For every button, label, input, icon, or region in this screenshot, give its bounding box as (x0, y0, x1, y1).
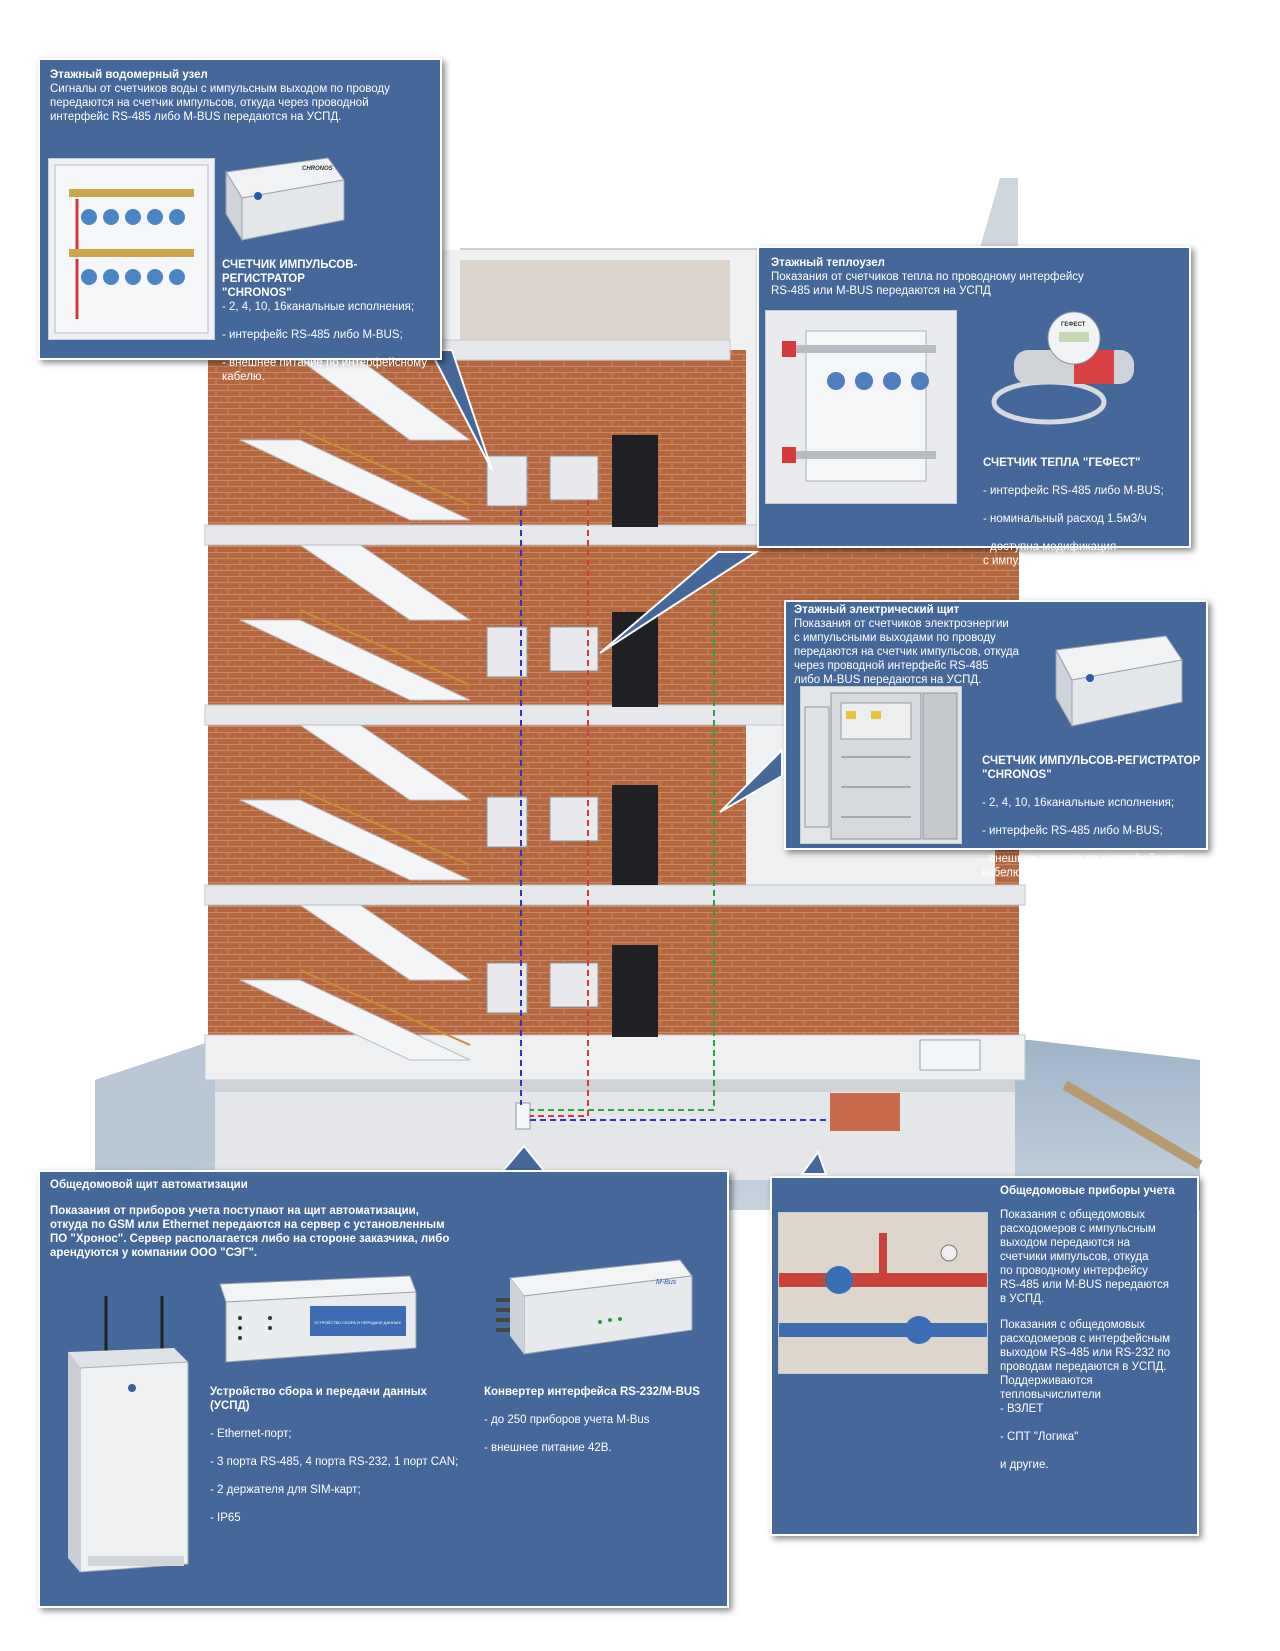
floor-water-title: Этажный водомерный узел (50, 69, 208, 81)
elec-board-icon (804, 692, 958, 840)
list-item: - интерфейс RS-485 либо M-BUS; (983, 485, 1164, 497)
uspd-features: - Ethernet-порт; - 3 порта RS-485, 4 пор… (210, 1413, 490, 1539)
manifold-icon (54, 164, 209, 334)
list-item: - интерфейс RS-485 либо M-BUS; (222, 329, 403, 341)
converter-title: Конвертер интерфейса RS-232/M-BUS (484, 1386, 700, 1398)
uspd-device-icon: УСТРОЙСТВО СБОРА И ПЕРЕДАЧИ ДАННЫХ (219, 1275, 417, 1363)
water-manifold-photo (48, 158, 215, 340)
uspd-device-photo: УСТРОЙСТВО СБОРА И ПЕРЕДАЧИ ДАННЫХ (210, 1262, 420, 1382)
stair-railing (299, 429, 471, 1046)
house-meters-text2: Показания с общедомовых расходомеров с и… (1000, 1319, 1171, 1401)
meter-cabinets (486, 455, 599, 1130)
floor-water-text: Сигналы от счетчиков воды с импульсным в… (50, 83, 390, 123)
floor-elec-panel: Этажный электрический щит Показания от с… (784, 600, 1208, 879)
heat-manifold-icon (782, 330, 936, 482)
house-meters-photo (778, 1212, 988, 1374)
heat-manifold-photo (765, 310, 957, 504)
water-device-title: СЧЕТЧИК ИМПУЛЬСОВ-РЕГИСТРАТОР "CHRONOS" (222, 259, 358, 299)
staircase (239, 359, 472, 1061)
list-item: и другие. (1000, 1459, 1049, 1471)
automation-text: Показания от приборов учета поступают на… (50, 1205, 450, 1259)
list-item: - 2 держателя для SIM-карт; (210, 1484, 361, 1496)
automation-cabinet-icon (68, 1296, 189, 1573)
heat-meter-icon: ГЕФЕСТ (991, 311, 1134, 425)
floor-elec-text: Показания от счетчиков электроэнергии с … (794, 618, 1020, 686)
list-item: - интерфейс RS-485 либо M-BUS; (982, 825, 1163, 837)
list-item: - внешнее питание 42В. (484, 1442, 612, 1454)
converter-features: - до 250 приборов учета M-Bus - внешнее … (484, 1399, 714, 1469)
pipes-icon (779, 1213, 987, 1373)
uspd-title: Устройство сбора и передачи данных (УСПД… (210, 1386, 427, 1412)
house-meters-title: Общедомовые приборы учета (1000, 1185, 1175, 1197)
list-item: - 2, 4, 10, 16канальные исполнения; (222, 301, 415, 313)
list-item: - СПТ "Логика" (1000, 1431, 1079, 1443)
list-item: - ВЗЛЕТ (1000, 1403, 1044, 1415)
automation-title: Общедомовой щит автоматизации (50, 1179, 248, 1191)
automation-panel: Общедомовой щит автоматизации Показания … (38, 1170, 729, 1608)
wiring (520, 500, 830, 1121)
floor-water-panel: Этажный водомерный узел Сигналы от счетч… (38, 58, 442, 383)
elec-board-photo (800, 686, 962, 844)
list-item: - внешнее питание по интерфейсному кабел… (222, 357, 428, 383)
elec-device-title: СЧЕТЧИК ИМПУЛЬСОВ-РЕГИСТРАТОР "CHRONOS" (982, 755, 1201, 781)
elec-chronos-icon (1055, 635, 1183, 728)
floor-elec-title: Этажный электрический щит (794, 604, 960, 616)
gefest-meter-photo: ГЕФЕСТ (979, 310, 1169, 435)
chronos-device-photo: CHRONOS (218, 150, 348, 246)
house-meters-text1: Показания с общедомовых расходомеров с и… (1000, 1209, 1169, 1305)
floor-heat-panel: Этажный теплоузел Показания от счетчиков… (757, 246, 1191, 567)
house-meters-panel: Общедомовые приборы учета Показания с об… (770, 1176, 1199, 1536)
list-item: - до 250 приборов учета M-Bus (484, 1414, 650, 1426)
heat-device-title: СЧЕТЧИК ТЕПЛА "ГЕФЕСТ" (983, 457, 1141, 469)
list-item: - 3 порта RS-485, 4 порта RS-232, 1 порт… (210, 1456, 459, 1468)
heat-device-features: - интерфейс RS-485 либо M-BUS; - номинал… (983, 470, 1183, 582)
converter-brand: M-Bus (656, 1279, 677, 1286)
chronos-device-icon: CHRONOS (225, 157, 345, 242)
list-item: - Ethernet-порт; (210, 1428, 292, 1440)
automation-cabinet-photo (58, 1292, 198, 1580)
floor-heat-text: Показания от счетчиков тепла по проводно… (771, 271, 1084, 297)
list-item: - 2, 4, 10, 16канальные исполнения; (982, 797, 1175, 809)
list-item: - доступна модификация с импульсными вхо… (983, 541, 1117, 567)
chronos-brand: CHRONOS (302, 166, 333, 172)
elec-chronos-photo (1048, 626, 1188, 736)
house-meters-list: - ВЗЛЕТ - СПТ "Логика" и другие. (1000, 1388, 1190, 1486)
list-item: - IP65 (210, 1512, 241, 1524)
list-item: - номинальный расход 1.5м3/ч (983, 513, 1147, 525)
floor-heat-title: Этажный теплоузел (771, 257, 885, 269)
list-item: - внешнее питание по интерфейсному кабел… (982, 853, 1188, 879)
converter-device-photo: M-Bus (480, 1258, 700, 1380)
water-device-features: - 2, 4, 10, 16канальные исполнения; - ин… (222, 286, 437, 398)
callout-pointers (428, 349, 828, 1175)
converter-device-icon: M-Bus (496, 1259, 693, 1355)
gefest-brand: ГЕФЕСТ (1061, 322, 1086, 328)
elec-device-features: - 2, 4, 10, 16канальные исполнения; - ин… (982, 782, 1202, 894)
uspd-label: УСТРОЙСТВО СБОРА И ПЕРЕДАЧИ ДАННЫХ (314, 1320, 401, 1325)
